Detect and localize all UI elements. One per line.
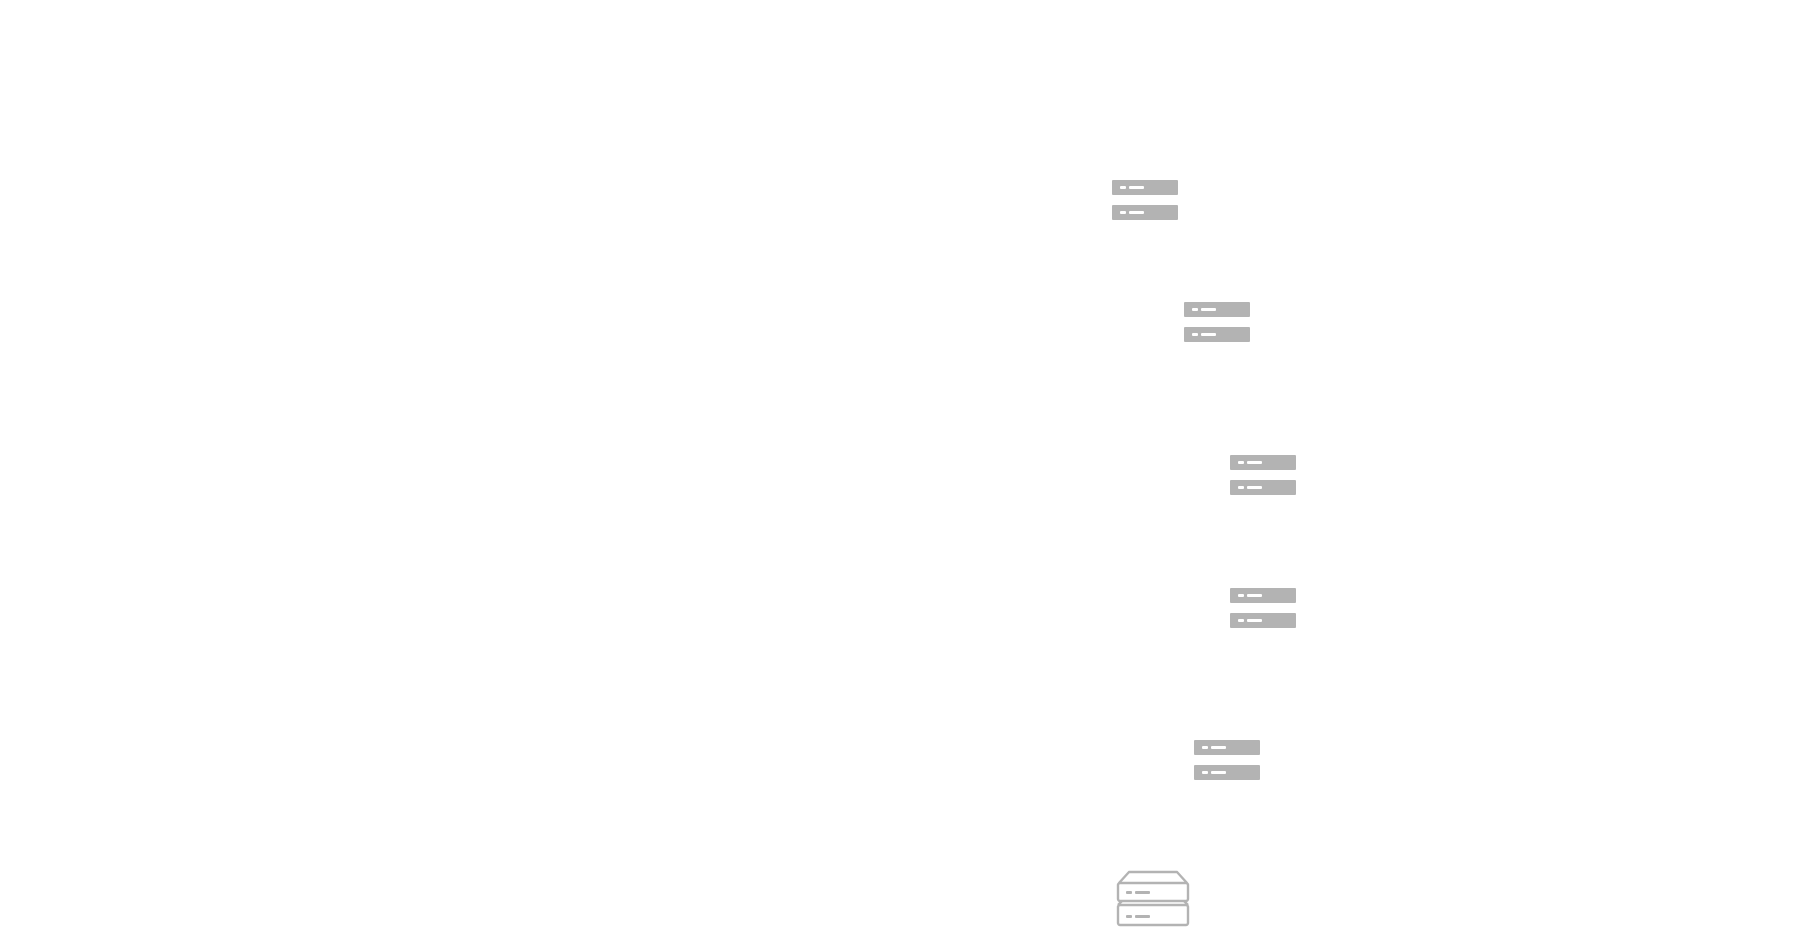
server-1-server-rack-icon [1112,180,1178,221]
server-unit-bottom [1230,480,1296,495]
server-unit-top [1184,302,1250,317]
server-unit-bottom [1194,765,1260,780]
server-unit-top [1194,740,1260,755]
server-4-server-rack-icon [1230,588,1296,629]
server-5-server-rack-icon [1194,740,1260,781]
server-3-server-rack-icon [1230,455,1296,496]
storage-array-icon [1116,870,1190,927]
server-unit-bottom [1230,613,1296,628]
server-unit-top [1230,455,1296,470]
server-unit-bottom [1112,205,1178,220]
server-unit-bottom [1184,327,1250,342]
server-unit-top [1230,588,1296,603]
server-unit-top [1112,180,1178,195]
server-2-server-rack-icon [1184,302,1250,343]
